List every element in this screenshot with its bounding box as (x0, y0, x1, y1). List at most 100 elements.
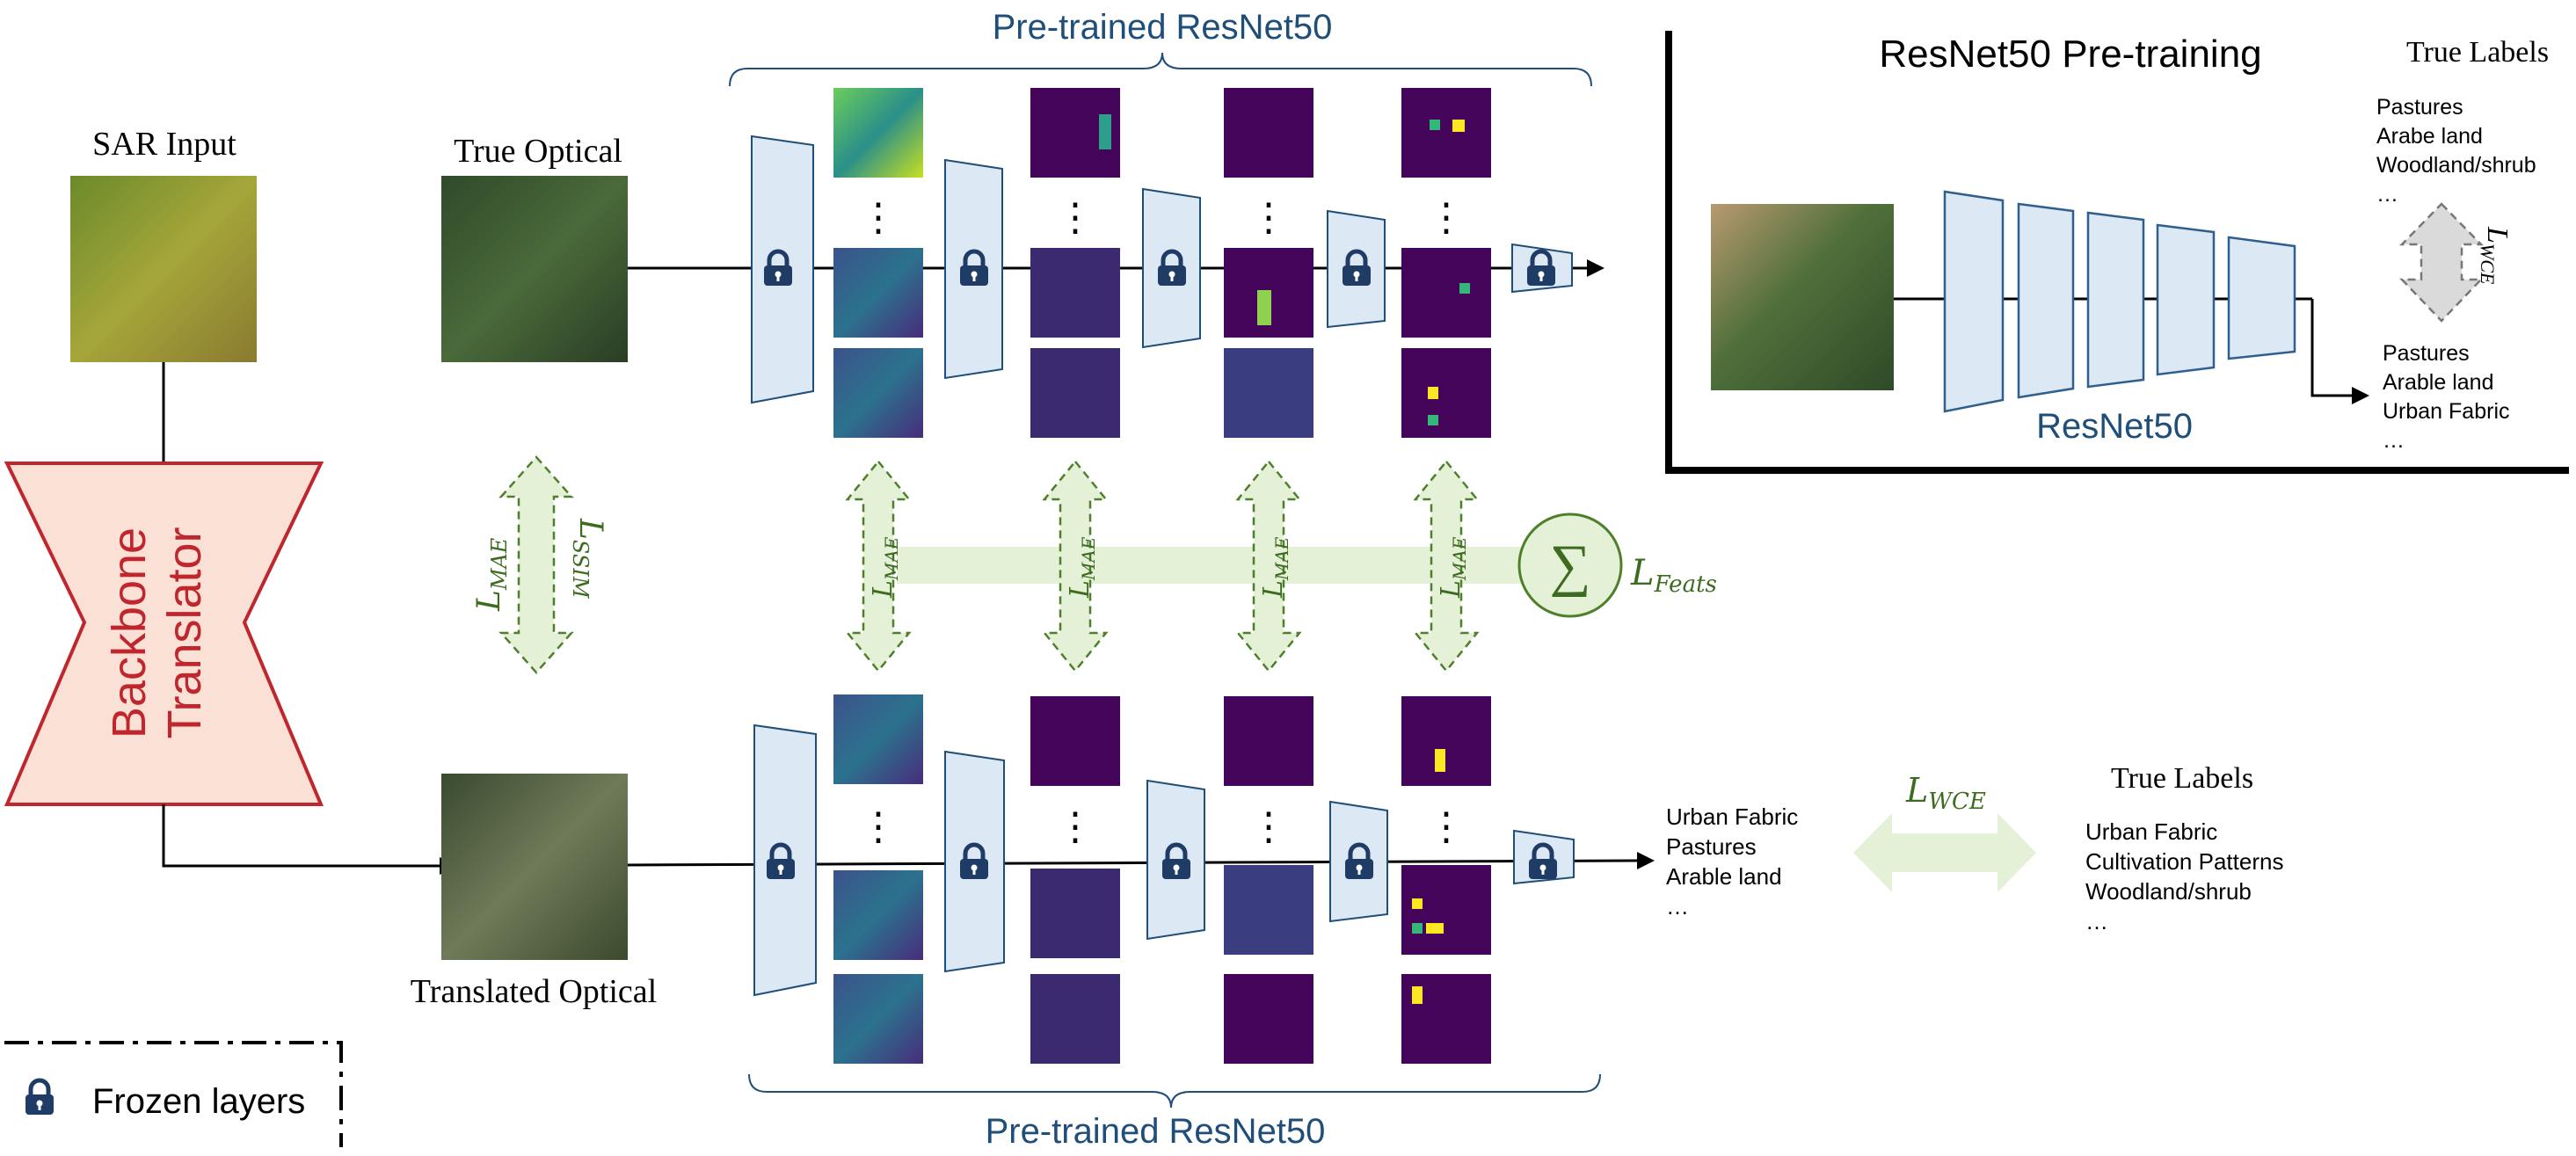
top-brace (729, 52, 1592, 87)
svg-text:LFeats: LFeats (1630, 553, 1717, 598)
mae-loss-subscript: MAE (487, 537, 512, 591)
feature-map (833, 870, 923, 960)
feature-map-highlight (1099, 114, 1111, 149)
svg-text:LMAE: LMAE (1065, 536, 1099, 599)
feature-map (1224, 348, 1313, 438)
svg-text:LWCE: LWCE (1905, 771, 1986, 815)
pretraining-true-label: Pastures (2376, 95, 2463, 120)
feature-map (1401, 88, 1491, 178)
predicted-labels-list: Urban Fabric Pastures Arable land … (1666, 803, 1798, 920)
true-optical-label: True Optical (454, 133, 622, 170)
feature-map (1224, 865, 1313, 955)
ellipsis-dots: ⋮ (859, 805, 898, 848)
feature-map-highlight (1428, 415, 1438, 425)
feature-map (833, 974, 923, 1064)
mae-loss-label: L (471, 590, 507, 612)
pretraining-predicted-label: Arable land (2383, 370, 2493, 395)
feats-loss-label: L (1630, 553, 1655, 593)
top-arrowhead (1587, 259, 1605, 277)
pretraining-true-label: Arabe land (2376, 124, 2483, 149)
pretraining-true-label: Woodland/shrub (2376, 153, 2536, 178)
feature-map (1224, 88, 1313, 178)
predicted-label: Urban Fabric (1666, 803, 1798, 830)
feat-mae-label: L (1436, 580, 1466, 599)
ellipsis-dots: ⋮ (1249, 805, 1288, 848)
ellipsis-dots: ⋮ (1427, 196, 1466, 239)
feature-map-highlight (1412, 923, 1423, 934)
feat-mae-label: L (1258, 580, 1289, 599)
pretraining-input-image (1711, 204, 1894, 390)
sar-input-image (70, 176, 257, 362)
feat-mae-subscript: MAE (1449, 536, 1470, 581)
legend-box: Frozen layers (4, 1041, 343, 1147)
feature-map (1224, 974, 1313, 1064)
pretraining-network-label: ResNet50 (2036, 407, 2193, 446)
feat-mae-label: L (1065, 580, 1095, 599)
feats-loss-subscript: Feats (1654, 571, 1717, 598)
pretrained-bottom-title: Pre-trained ResNet50 (986, 1112, 1326, 1151)
feature-map (833, 248, 923, 338)
true-label: Urban Fabric (2085, 818, 2217, 845)
bottom-true-labels-list: Urban Fabric Cultivation Patterns Woodla… (2085, 818, 2283, 934)
feature-map (1030, 974, 1120, 1064)
ssim-loss-label: L (572, 518, 608, 540)
bottom-arrowhead (1637, 852, 1655, 869)
svg-text:LWCE: LWCE (2477, 226, 2514, 285)
true-optical-image (441, 176, 628, 362)
feature-map (1401, 696, 1491, 786)
pretraining-true-label: … (2376, 182, 2398, 207)
svg-text:LMAE: LMAE (471, 537, 512, 612)
pretraining-predicted-label: … (2383, 428, 2405, 453)
feature-map (1401, 348, 1491, 438)
feat-mae-subscript: MAE (1078, 536, 1099, 581)
feature-map (833, 694, 923, 784)
feature-map (1030, 869, 1120, 958)
pretraining-arrowhead (2352, 387, 2369, 404)
sar-input-label: SAR Input (92, 126, 236, 163)
feature-map-highlight (1459, 283, 1470, 294)
svg-text:LMAE: LMAE (1436, 536, 1470, 599)
pretraining-wce-arrow (2399, 202, 2484, 323)
feature-map (833, 348, 923, 438)
pretraining-predicted-label: Urban Fabric (2383, 399, 2510, 424)
feat-mae-subscript: MAE (881, 536, 902, 581)
translator-label-line1: Backbone (103, 527, 156, 738)
svg-text:LMAE: LMAE (1258, 536, 1292, 599)
feature-map (1401, 865, 1491, 955)
feature-loss-band: LMAE LMAE LMAE LMAE ∑ LFeats (845, 460, 1717, 673)
svg-text:LSSIM: LSSIM (568, 518, 608, 600)
pretraining-output-line (2310, 299, 2352, 397)
svg-text:LMAE: LMAE (868, 536, 902, 599)
feature-map (1030, 348, 1120, 438)
predicted-label: … (1666, 893, 1689, 920)
pretraining-wce-subscript: WCE (2477, 244, 2499, 285)
ellipsis-dots: ⋮ (1249, 196, 1288, 239)
translator-output-line (162, 804, 440, 868)
ssim-loss-subscript: SSIM (568, 540, 593, 600)
wce-loss-arrow-bottom: LWCE (1853, 771, 2036, 892)
pretraining-wce-label: L (2481, 226, 2514, 244)
frozen-layers-label: Frozen layers (92, 1082, 305, 1121)
feat-mae-label: L (868, 580, 899, 599)
translator-label-line2: Translator (158, 527, 211, 738)
ellipsis-dots: ⋮ (1427, 805, 1466, 848)
feature-map-highlight (1257, 290, 1271, 325)
ellipsis-dots: ⋮ (1056, 805, 1095, 848)
bottom-true-labels-title: True Labels (2111, 762, 2253, 795)
translated-optical-label: Translated Optical (411, 973, 657, 1010)
wce-loss-label: L (1905, 771, 1928, 810)
lock-icon (25, 1080, 54, 1115)
backbone-translator: Backbone Translator (4, 462, 324, 806)
feature-map-highlight (1412, 986, 1423, 1004)
translated-optical-image (441, 774, 628, 960)
feat-mae-subscript: MAE (1271, 536, 1292, 581)
pretrained-top-title: Pre-trained ResNet50 (993, 8, 1333, 47)
pretraining-true-labels-title: True Labels (2406, 36, 2549, 69)
feature-map-highlight (1452, 120, 1465, 132)
feature-map-highlight (1435, 749, 1445, 772)
true-label: … (2085, 908, 2108, 934)
pretraining-predicted-label: Pastures (2383, 341, 2470, 366)
pretraining-panel: ResNet50 Pre-training ResNet50 True Labe… (1665, 31, 2569, 474)
feature-map-highlight (1428, 387, 1438, 399)
